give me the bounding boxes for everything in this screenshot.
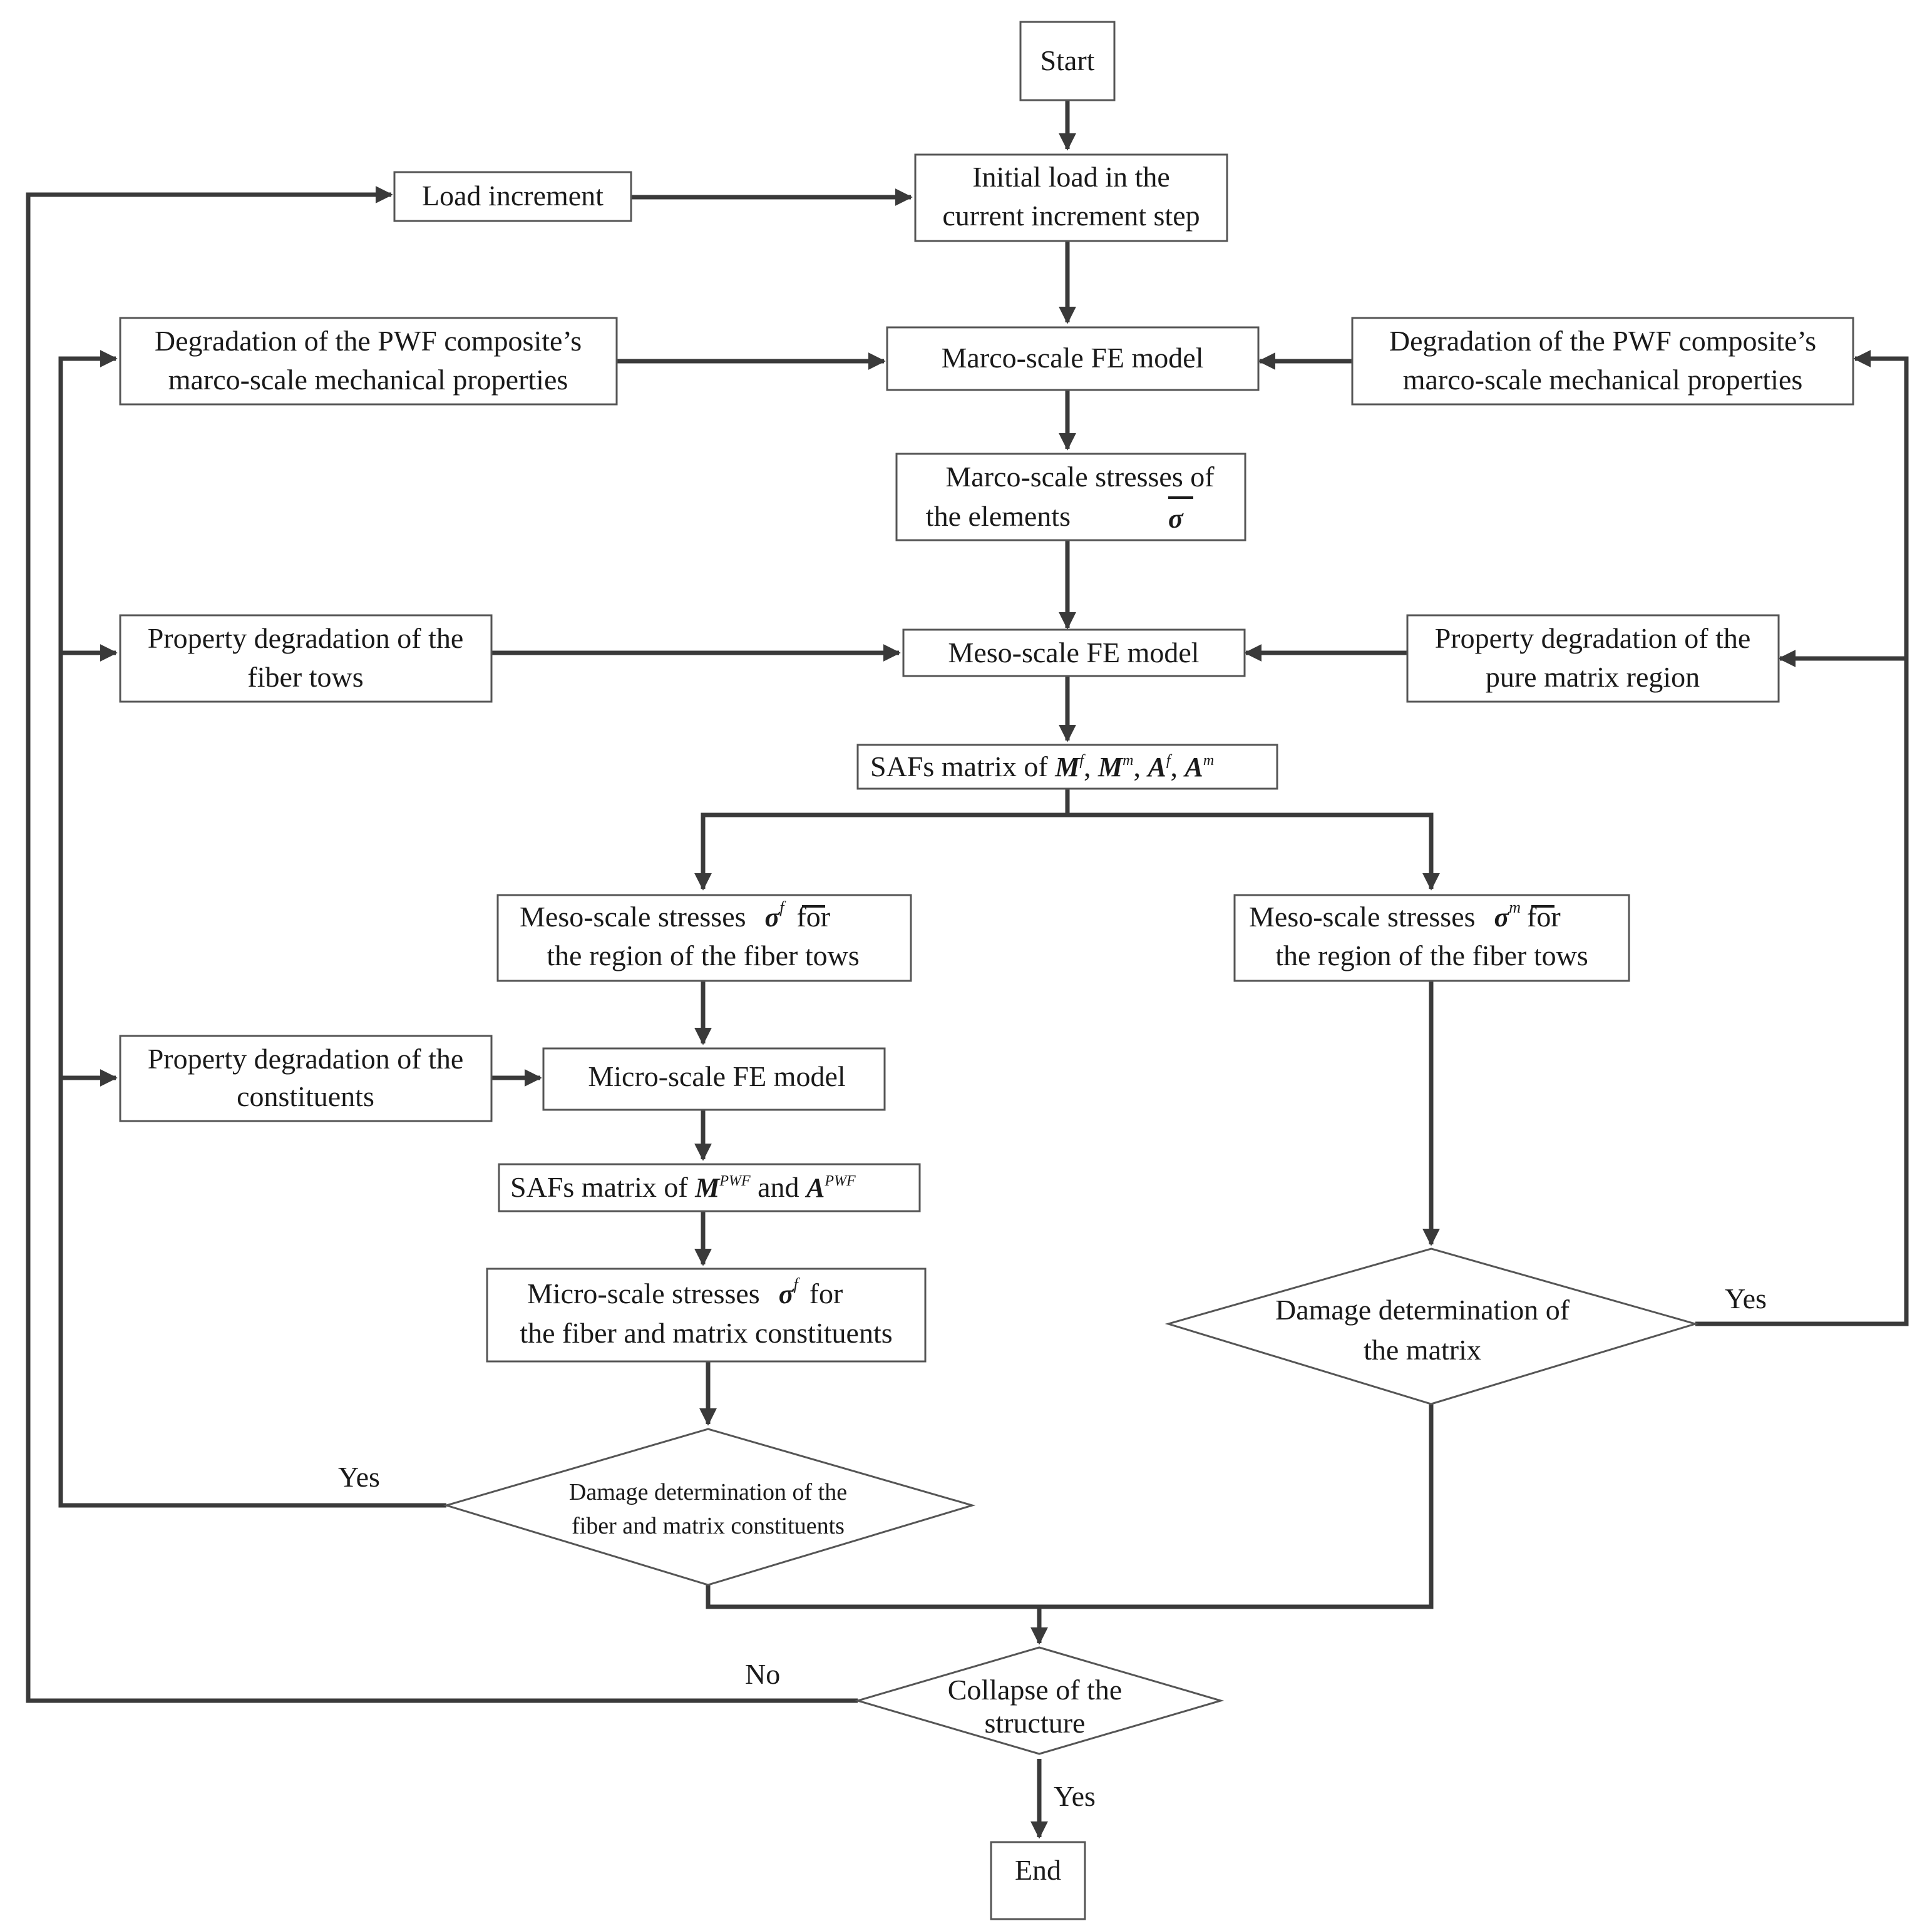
macro-stresses-line1: Marco-scale stresses of — [945, 461, 1215, 493]
safs-meso-sep-1: , — [1084, 750, 1098, 782]
meso-model-label: Meso-scale FE model — [948, 637, 1199, 668]
safs-meso-m2: M — [1097, 752, 1124, 782]
meso-stress-matrix-line2: the region of the fiber tows — [1275, 940, 1588, 971]
prop-fiber-tows-line1: Property degradation of the — [148, 622, 464, 654]
micro-stresses-line1b: for — [809, 1278, 843, 1309]
node-load-increment: Load increment — [393, 171, 632, 222]
sigma-symbol: σ — [1168, 503, 1184, 534]
safs-meso-sep-3: , — [1170, 750, 1184, 782]
safs-micro-m-sup: PWF — [719, 1173, 751, 1189]
meso-stress-matrix-line1a: Meso-scale stresses — [1249, 901, 1476, 933]
deg-left-line1: Degradation of the PWF composite’s — [155, 325, 582, 357]
meso-stress-matrix-sup: m — [1509, 898, 1521, 916]
micro-model-label: Micro-scale FE model — [588, 1060, 845, 1092]
edge-collapse-no-to-load-increment — [26, 186, 858, 1703]
node-prop-constituents: Property degradation of the constituents — [119, 1035, 493, 1122]
node-degradation-right: Degradation of the PWF composite’s marco… — [1351, 317, 1854, 406]
node-macro-model: Marco-scale FE model — [886, 326, 1260, 391]
initial-load-line2: current increment step — [942, 200, 1200, 232]
safs-micro-label: SAFs matrix of MPWF and APWF — [510, 1171, 856, 1203]
safs-micro-prefix: SAFs matrix of — [510, 1171, 695, 1203]
prop-constituents-line2: constituents — [237, 1080, 374, 1112]
node-collapse: Collapse of the structure — [854, 1646, 1225, 1755]
micro-stresses-line1a: Micro-scale stresses — [527, 1278, 760, 1309]
meso-stress-fiber-sigma: σ — [765, 902, 781, 933]
deg-right-line2: marco-scale mechanical properties — [1403, 364, 1803, 396]
node-initial-load: Initial load in the current increment st… — [914, 153, 1228, 242]
node-damage-matrix: Damage determination of the matrix — [1164, 1247, 1699, 1405]
safs-meso-m: M — [1054, 752, 1081, 782]
safs-meso-a2: A — [1183, 752, 1203, 782]
edge-damage-matrix-no-merge — [706, 1404, 1434, 1609]
start-label: Start — [1041, 44, 1095, 76]
meso-stress-fiber-line2: the region of the fiber tows — [547, 940, 859, 971]
node-safs-meso: SAFs matrix of Mf, Mm, Af, Am — [856, 744, 1278, 790]
micro-stresses-sigma: σ — [779, 1279, 794, 1309]
edge-damage-matrix-yes-to-deg-right — [1695, 350, 1909, 1326]
edge-safs-meso-to-meso-stress-fiber — [694, 789, 1070, 891]
safs-micro-m: M — [694, 1172, 721, 1203]
safs-micro-a-sup: PWF — [824, 1173, 856, 1189]
node-prop-fiber-tows: Property degradation of the fiber tows — [119, 614, 493, 703]
damage-matrix-line2: the matrix — [1364, 1334, 1481, 1366]
edge-label-yes-constituents: Yes — [338, 1461, 380, 1493]
meso-stress-fiber-sup: f — [779, 898, 786, 916]
prop-pure-matrix-line1: Property degradation of the — [1435, 622, 1751, 654]
safs-meso-m-sup-f: f — [1079, 752, 1086, 769]
damage-constituents-line2: fiber and matrix constituents — [572, 1513, 845, 1539]
edge-label-yes-collapse: Yes — [1054, 1780, 1096, 1812]
node-degradation-left: Degradation of the PWF composite’s marco… — [119, 317, 618, 406]
safs-meso-sep-2: , — [1133, 750, 1148, 782]
safs-meso-prefix: SAFs matrix of — [870, 750, 1055, 782]
safs-meso-a-sup-f: f — [1166, 752, 1173, 769]
node-damage-constituents: Damage determination of the fiber and ma… — [443, 1428, 976, 1586]
safs-meso-label: SAFs matrix of Mf, Mm, Af, Am — [870, 750, 1214, 782]
edge-safs-meso-to-meso-stress-matrix — [1067, 812, 1440, 891]
edge-label-yes-matrix: Yes — [1725, 1283, 1767, 1314]
edge-label-no-collapse: No — [745, 1658, 780, 1690]
meso-stress-matrix-sigma: σ — [1494, 902, 1510, 933]
prop-constituents-line1: Property degradation of the — [148, 1043, 464, 1075]
end-label: End — [1015, 1854, 1061, 1886]
micro-stresses-sup: f — [793, 1275, 800, 1293]
prop-fiber-tows-line2: fiber tows — [247, 661, 363, 693]
node-micro-model: Micro-scale FE model — [542, 1047, 886, 1111]
node-macro-stresses: Marco-scale stresses of the elements σ — [895, 453, 1246, 541]
node-meso-model: Meso-scale FE model — [902, 628, 1246, 677]
connectors — [26, 100, 1909, 1839]
meso-stress-fiber-line1a: Meso-scale stresses — [520, 901, 746, 933]
node-start: Start — [1019, 21, 1116, 101]
node-safs-micro: SAFs matrix of MPWF and APWF — [498, 1163, 921, 1212]
deg-right-line1: Degradation of the PWF composite’s — [1389, 325, 1816, 357]
collapse-line1: Collapse of the — [948, 1674, 1123, 1706]
damage-constituents-line1: Damage determination of the — [569, 1479, 847, 1505]
safs-meso-a: A — [1146, 752, 1166, 782]
collapse-line2: structure — [985, 1707, 1086, 1739]
prop-pure-matrix-line2: pure matrix region — [1486, 661, 1700, 693]
damage-matrix-line1: Damage determination of — [1275, 1294, 1570, 1326]
deg-left-line2: marco-scale mechanical properties — [168, 364, 568, 396]
safs-meso-m-sup-m: m — [1123, 752, 1133, 769]
macro-model-label: Marco-scale FE model — [942, 342, 1204, 374]
initial-load-line1: Initial load in the — [972, 161, 1170, 193]
edge-damage-constituents-yes-to-deg-left — [58, 350, 446, 1508]
safs-micro-and: and — [751, 1171, 806, 1203]
node-end: End — [990, 1841, 1086, 1920]
safs-meso-a-sup-m: m — [1203, 752, 1214, 769]
macro-stresses-line2: the elements — [926, 500, 1071, 532]
node-prop-pure-matrix: Property degradation of the pure matrix … — [1406, 614, 1780, 703]
micro-stresses-line2: the fiber and matrix constituents — [520, 1317, 892, 1349]
safs-micro-a: A — [804, 1172, 825, 1203]
load-increment-label: Load increment — [422, 180, 604, 212]
